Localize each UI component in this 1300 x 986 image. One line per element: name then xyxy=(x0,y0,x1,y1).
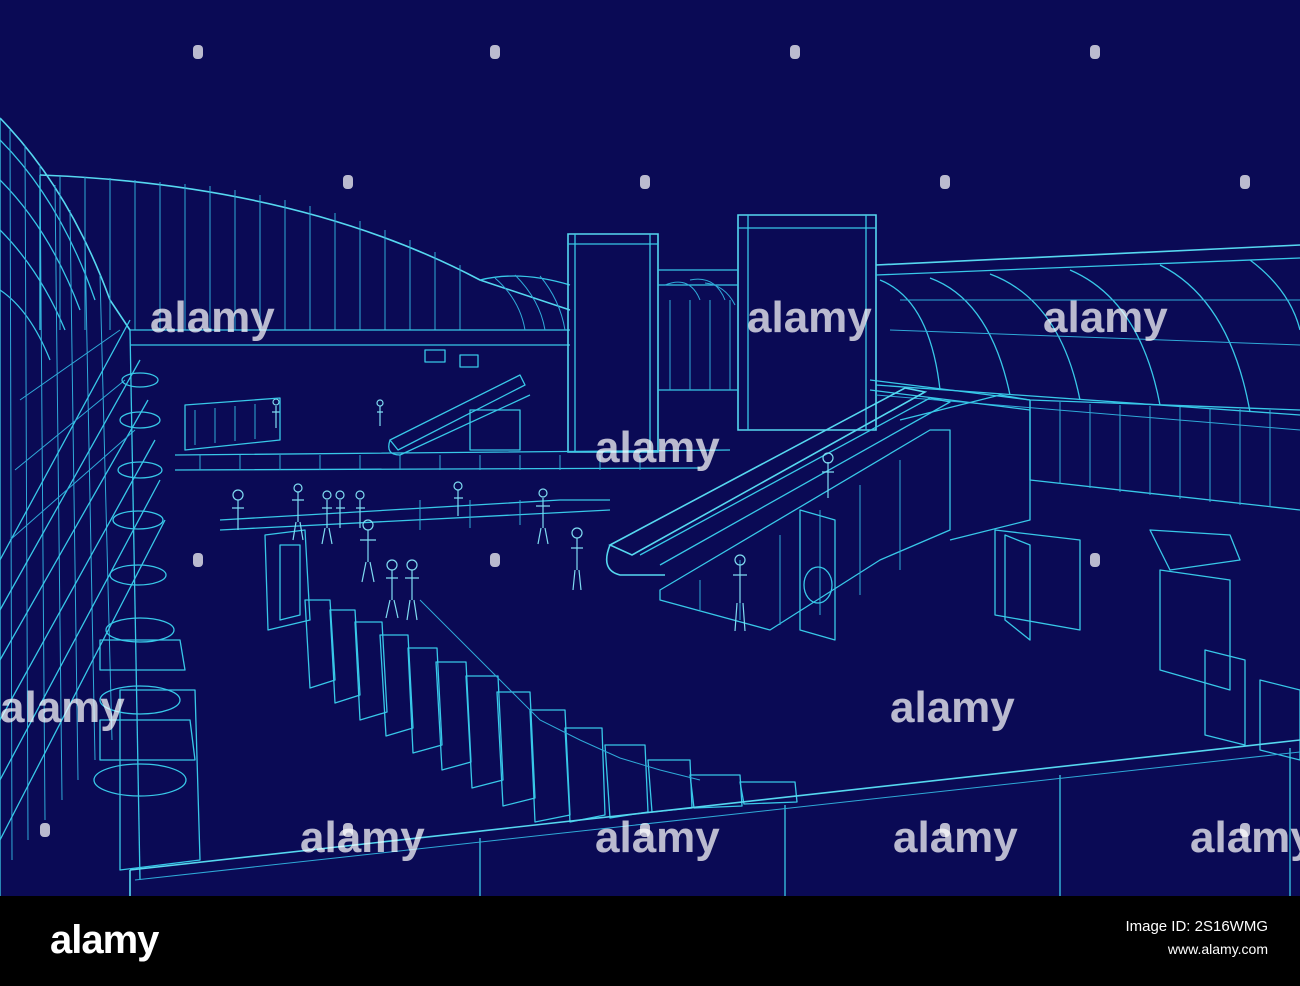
watermark-text: alamy xyxy=(890,683,1015,732)
watermark-text: alamy xyxy=(0,683,125,732)
footer-bar: alamy Image ID: 2S16WMG www.alamy.com xyxy=(0,896,1300,986)
watermark-1 xyxy=(193,45,203,59)
left-glass-facade xyxy=(0,117,166,896)
site-url-link[interactable]: www.alamy.com xyxy=(1167,941,1268,957)
watermark-text: alamy xyxy=(595,813,720,862)
elevator-tower-left xyxy=(567,233,659,453)
main-escalators xyxy=(605,387,1031,631)
watermark-pins-lower xyxy=(40,553,1250,837)
watermark-text: alamy xyxy=(595,423,720,472)
watermark-8 xyxy=(1240,175,1250,189)
ticket-gates xyxy=(264,529,798,823)
concourse-floor xyxy=(219,499,611,531)
watermark-2 xyxy=(490,45,500,59)
left-display-stack xyxy=(93,329,201,881)
watermark-text: alamy xyxy=(1190,813,1300,862)
watermark-text: alamy xyxy=(747,293,872,342)
footer-meta: Image ID: 2S16WMG www.alamy.com xyxy=(1125,916,1268,960)
upper-curved-roof xyxy=(39,174,571,346)
watermark-5 xyxy=(343,175,353,189)
foreground-barrier xyxy=(129,739,1300,896)
right-kiosks xyxy=(799,509,1300,761)
watermark-layer: alamy alamy alamy alamy alamy alamy alam… xyxy=(0,45,1300,862)
upper-escalator xyxy=(388,374,531,456)
people-figures xyxy=(232,398,834,632)
elevator-tower-right xyxy=(737,214,877,431)
upper-signage xyxy=(184,349,479,451)
footer-brand-logo[interactable]: alamy xyxy=(50,918,159,962)
middle-tube xyxy=(658,269,738,391)
image-id-label: Image ID: 2S16WMG xyxy=(1125,918,1268,935)
wireframe-station-illustration: alamy alamy alamy alamy alamy alamy alam… xyxy=(0,45,1300,896)
watermark-text: alamy xyxy=(1043,293,1168,342)
watermark-text: alamy xyxy=(150,293,275,342)
watermark-7 xyxy=(940,175,950,189)
watermark-text: alamy xyxy=(893,813,1018,862)
watermark-text: alamy xyxy=(300,813,425,862)
watermark-4 xyxy=(1090,45,1100,59)
watermark-6 xyxy=(640,175,650,189)
watermark-3 xyxy=(790,45,800,59)
